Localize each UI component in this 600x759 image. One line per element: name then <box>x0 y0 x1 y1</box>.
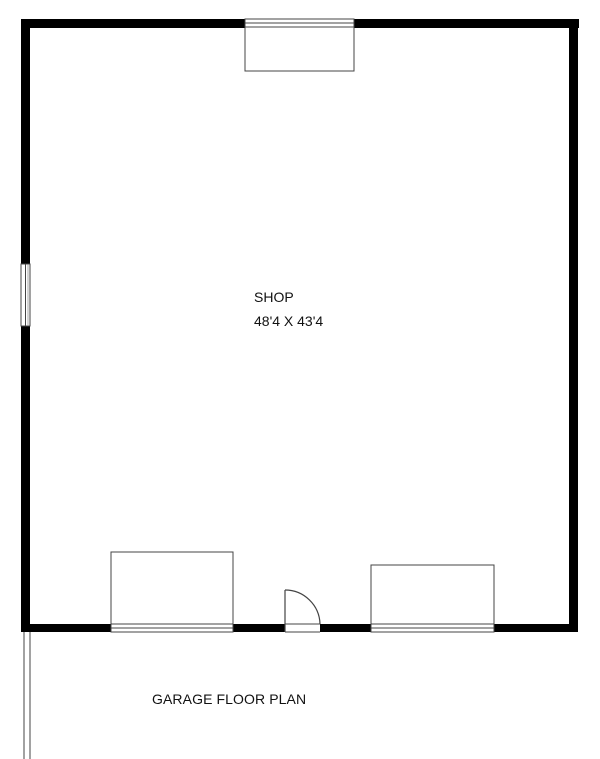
wall-bottom-seg-4 <box>494 624 578 632</box>
garage-door-right <box>370 564 495 633</box>
wall-left-upper <box>21 19 30 264</box>
top-window <box>244 18 355 72</box>
entry-door <box>284 589 321 633</box>
room-name-label: SHOP <box>254 289 294 305</box>
wall-bottom-seg-3 <box>320 624 371 632</box>
plan-title: GARAGE FLOOR PLAN <box>152 691 307 707</box>
left-side-window <box>20 263 31 327</box>
exterior-extension-lines <box>23 632 31 759</box>
room-dimensions-label: 48'4 X 43'4 <box>254 313 324 329</box>
wall-top-left <box>21 19 245 28</box>
garage-door-left <box>110 551 234 633</box>
wall-bottom-seg-2 <box>233 624 285 632</box>
wall-left-lower <box>21 326 30 632</box>
wall-right <box>569 19 578 632</box>
wall-bottom-seg-1 <box>21 624 111 632</box>
wall-top-right <box>354 19 579 28</box>
